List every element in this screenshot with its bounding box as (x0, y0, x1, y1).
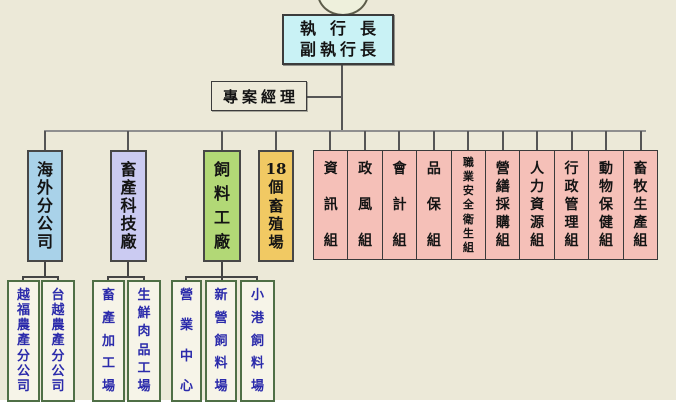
taiyue-agri-branch-box: 台越農產分公司 (41, 280, 75, 402)
xinying-feed-plant-box: 新營飼料場 (205, 280, 237, 402)
connector-bracket-drop (22, 276, 24, 282)
info-group-box: 資訊組 (313, 150, 349, 260)
livestock-tech-plant-box: 畜產科技廠 (110, 150, 147, 262)
project-manager-label: 專案經理 (222, 87, 299, 106)
connector-pm-horizontal (306, 96, 341, 98)
deputy-ceo-title: 副執行長 (299, 40, 380, 59)
connector-bracket-drop (107, 276, 109, 282)
connector-drop (502, 131, 504, 150)
connector-drop (275, 131, 277, 150)
executive-box: 執行長 副執行長 (282, 14, 394, 65)
hr-group-box: 人力資源組 (519, 150, 555, 260)
xiaogang-feed-plant-box: 小港飼料場 (240, 280, 275, 402)
connector-drop (467, 131, 469, 150)
connector-drop (329, 131, 331, 150)
connector-bracket (22, 276, 59, 278)
connector-main-horizontal (44, 130, 646, 132)
connector-exec-vertical (341, 64, 343, 131)
connector-bracket-drop (185, 276, 187, 282)
ceo-title: 執行長 (299, 19, 390, 38)
quality-assurance-group-box: 品保組 (416, 150, 452, 260)
livestock-processing-plant-box: 畜產加工場 (92, 280, 125, 402)
connector-drop (640, 131, 642, 150)
connector-bracket-rise (127, 261, 129, 277)
sales-center-box: 營業中心 (171, 280, 202, 402)
animal-health-group-box: 動物保健組 (588, 150, 624, 260)
connector-bracket-drop (57, 276, 59, 282)
yuefu-agri-branch-box: 越福農產分公司 (7, 280, 40, 402)
connector-drop (44, 131, 46, 150)
project-manager-box: 專案經理 (211, 81, 307, 111)
occupational-safety-group-box: 職業安全衛生組 (450, 150, 487, 260)
feed-mill-box: 飼料工廠 (203, 150, 241, 262)
connector-drop (221, 131, 223, 150)
connector-bracket-rise (44, 261, 46, 277)
overseas-branch-box: 海外分公司 (27, 150, 63, 262)
procurement-group-box: 營繕採購組 (485, 150, 521, 260)
admin-group-box: 行政管理組 (553, 150, 590, 260)
connector-bracket-drop (256, 276, 258, 282)
accounting-group-box: 會計組 (381, 150, 418, 260)
connector-drop (127, 131, 129, 150)
connector-bracket (107, 276, 145, 278)
connector-drop (605, 131, 607, 150)
connector-bracket-drop (143, 276, 145, 282)
staff-groups-row: 資訊組 政風組 會計組 品保組 職業安全衛生組 營繕採購組 人力資源組 行政管理… (313, 150, 659, 260)
connector-drop (398, 131, 400, 150)
livestock-production-group-box: 畜牧生產組 (622, 150, 659, 260)
canvas-bottom-edge (0, 400, 676, 406)
connector-bracket-rise (221, 260, 223, 281)
connector-drop (536, 131, 538, 150)
fresh-meat-plant-box: 生鮮肉品工場 (127, 280, 161, 402)
connector-bracket (185, 276, 258, 278)
connector-drop (571, 131, 573, 150)
ethics-group-box: 政風組 (347, 150, 383, 260)
connector-drop (433, 131, 435, 150)
connector-drop (364, 131, 366, 150)
